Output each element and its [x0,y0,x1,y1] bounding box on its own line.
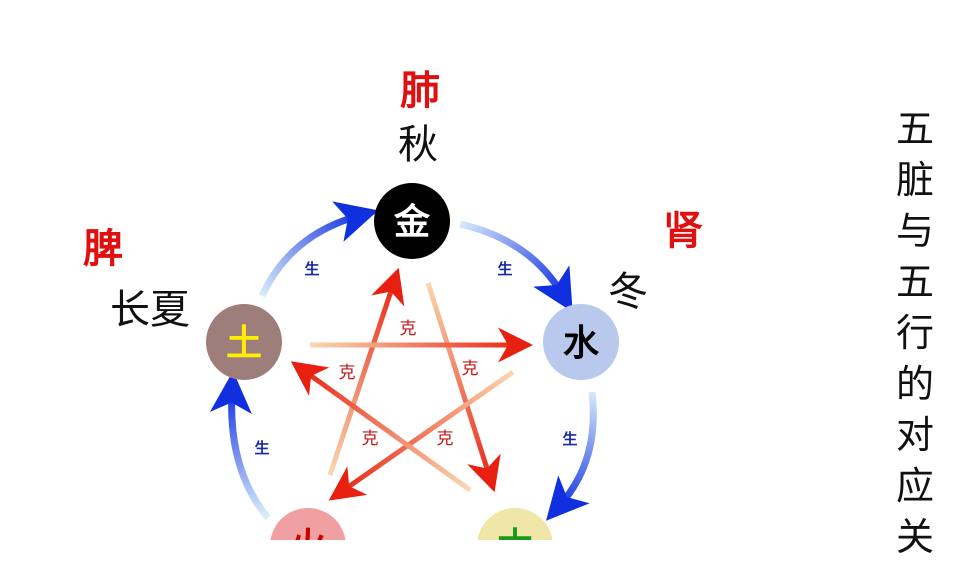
metal-label: 金 [393,201,431,243]
arrow-fire-to-metal [327,267,405,476]
organ-kidney: 肾 [663,208,703,254]
wood-node [477,508,553,540]
restrain-label: 克 [437,429,454,449]
earth-label: 土 [226,323,262,364]
title-char: 五 [895,107,934,151]
title-char: 关 [895,515,934,559]
title-char: 行 [895,311,934,355]
title-char: 脏 [895,158,934,202]
water-node [543,304,619,380]
title-char: 与 [895,209,934,253]
title-char: 的 [895,362,934,406]
arrow-water-to-wood [546,391,597,521]
vertical-title: 五 脏 与 五 行 的 对 应 关 [893,104,937,563]
season-autumn: 秋 [398,122,438,168]
arrow-water-to-fire [328,369,515,501]
five-elements-diagram: 生 生 生 生 克 克 克 克 克 金 水 木 火 土 肺 肾 脾 秋 冬 长夏 [83,68,703,540]
generate-label: 生 [254,439,269,457]
season-winter: 冬 [608,269,648,315]
title-char: 对 [895,413,934,457]
fire-label: 火 [290,526,326,540]
restrain-label: 克 [462,359,479,379]
arrow-fire-to-earth [209,371,271,521]
generate-arrows [209,201,597,521]
restrain-arrows [290,267,533,501]
title-char: 应 [895,464,934,508]
organ-spleen: 脾 [83,226,123,272]
organ-lung: 肺 [400,68,440,114]
generate-label: 生 [562,430,577,448]
restrain-label: 克 [339,363,356,383]
arrow-metal-to-wood [425,282,501,493]
generate-label: 生 [304,260,319,278]
title-char: 五 [895,260,934,304]
water-label: 水 [563,323,600,364]
restrain-label: 克 [362,429,379,449]
restrain-label: 克 [400,319,417,339]
generate-label: 生 [497,260,512,278]
wood-label: 木 [497,526,533,540]
season-late-summer: 长夏 [110,287,190,333]
arrow-earth-to-metal [258,201,379,298]
arrow-metal-to-water [459,220,573,313]
earth-node [206,304,282,380]
metal-node [374,183,450,259]
fire-node [270,508,346,540]
arrow-wood-to-earth [290,361,472,493]
